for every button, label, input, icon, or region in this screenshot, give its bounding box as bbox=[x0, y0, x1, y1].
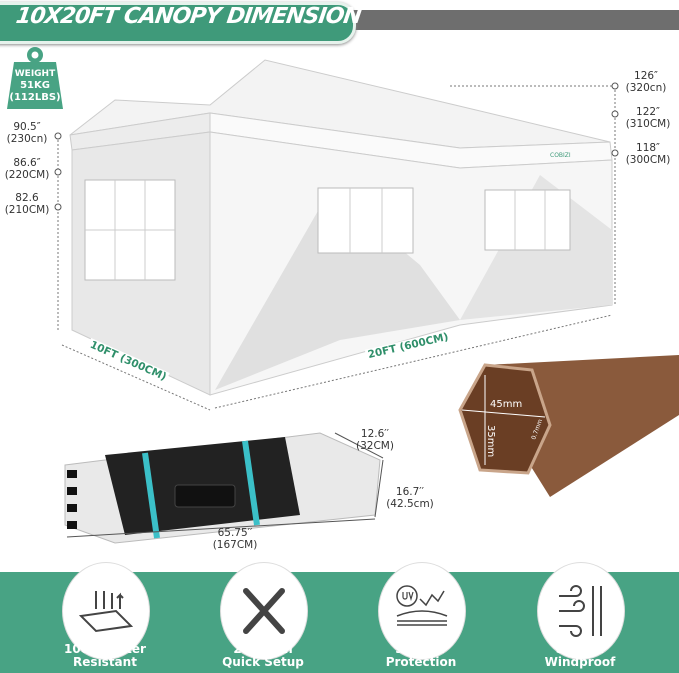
canopy-tent-image: COBIZI bbox=[54, 59, 619, 411]
page-title: 10X20FT CANOPY DIMENSION bbox=[14, 4, 363, 29]
bag-depth: 12.6′′(32CM) bbox=[356, 428, 394, 452]
header-banner bbox=[0, 2, 356, 44]
pole-height-label: 35mm bbox=[485, 425, 496, 457]
bag-height: 16.7′′(42.5cm) bbox=[386, 486, 434, 510]
carry-bag-image bbox=[64, 432, 384, 544]
weight-lbs: (112LBS) bbox=[9, 92, 61, 103]
wind-icon bbox=[537, 562, 625, 660]
water-resistant-icon bbox=[62, 562, 150, 660]
height-right-1: 126″(320cn) bbox=[625, 70, 667, 94]
weight-icon bbox=[7, 47, 63, 109]
bag-length: 65.75′′(167CM) bbox=[212, 527, 258, 551]
pole-width-label: 45mm bbox=[490, 399, 522, 410]
weight-badge: WEIGHT 51KG (112LBS) bbox=[6, 68, 64, 104]
weight-kg: 51KG bbox=[20, 80, 50, 91]
uv-protection-icon bbox=[378, 562, 466, 660]
height-right-2: 122″(310CM) bbox=[625, 106, 671, 130]
height-left-1: 90.5″(230cn) bbox=[6, 121, 48, 145]
height-right-3: 118″(300CM) bbox=[625, 142, 671, 166]
header-grey-bar bbox=[350, 10, 679, 30]
hexagonal-pole-image: 45mm 35mm 0.7mm bbox=[458, 355, 679, 497]
height-left-3: 82.6(210CM) bbox=[4, 192, 50, 216]
brand-logo: COBIZI bbox=[550, 152, 571, 159]
tools-icon bbox=[220, 562, 308, 660]
height-left-2: 86.6″(220CM) bbox=[4, 157, 50, 181]
weight-label: WEIGHT bbox=[14, 69, 56, 79]
